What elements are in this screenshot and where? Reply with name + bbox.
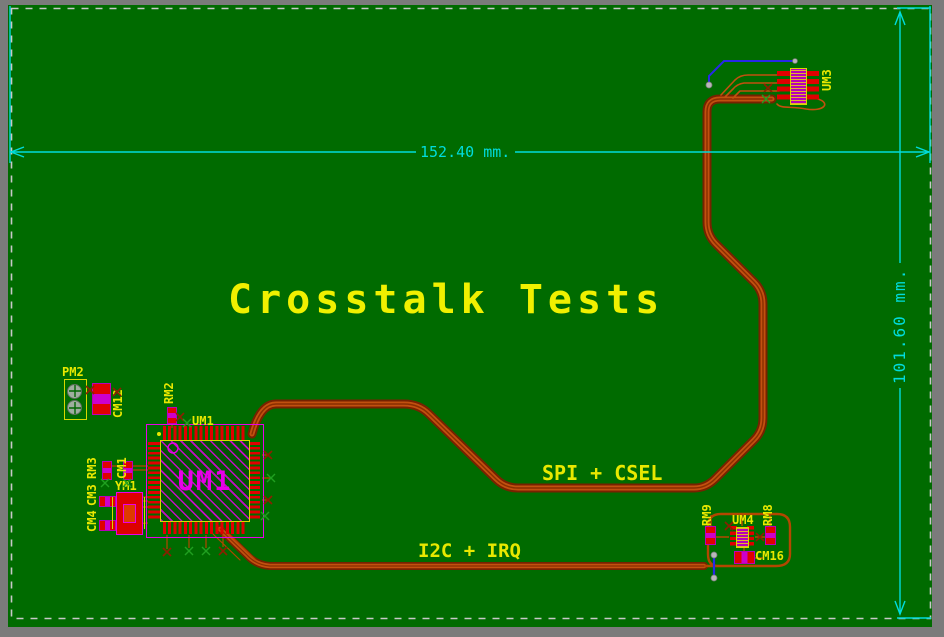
rm2-label[interactable]: RM2 [162, 382, 176, 404]
cm1-label[interactable]: CM1 [115, 457, 129, 479]
um1-pads-bottom [163, 520, 245, 534]
um1-pads-top [163, 426, 245, 440]
pm2-label[interactable]: PM2 [62, 365, 84, 379]
component-rm3[interactable] [103, 462, 111, 479]
rm8-label[interactable]: RM8 [761, 504, 775, 526]
pm2-pad2 [67, 400, 82, 415]
component-rm2[interactable] [168, 408, 176, 423]
ym1-label[interactable]: YM1 [115, 479, 137, 493]
component-cm12[interactable] [93, 384, 110, 414]
cm3-label[interactable]: CM3 [85, 484, 99, 506]
dimension-vertical-text[interactable]: 101.60 mm. [890, 267, 909, 384]
component-pm2[interactable] [64, 379, 87, 420]
ym1-courtyard-l [112, 497, 113, 529]
um1-ref-label[interactable]: UM1 [192, 414, 214, 428]
net-label-spi[interactable]: SPI + CSEL [542, 461, 663, 485]
um4-body[interactable] [736, 527, 749, 548]
component-rm9[interactable] [706, 527, 715, 544]
um1-value-text: UM1 [177, 465, 233, 497]
component-cm16[interactable] [735, 552, 754, 563]
um3-pads-left [777, 71, 791, 102]
um4-label[interactable]: UM4 [732, 513, 754, 527]
um3-label[interactable]: UM3 [820, 69, 834, 91]
board-title-text[interactable]: Crosstalk Tests [228, 277, 665, 323]
um1-body[interactable]: UM1 [160, 440, 250, 522]
pm2-pad1 [67, 384, 82, 399]
cm12-label[interactable]: CM12 [111, 389, 125, 418]
net-label-i2c[interactable]: I2C + IRQ [418, 540, 521, 562]
cm16-label[interactable]: CM16 [755, 549, 784, 563]
dimension-horizontal-text[interactable]: 152.40 mm. [420, 143, 511, 161]
component-rm8[interactable] [766, 527, 775, 544]
um3-pads-right [805, 71, 819, 102]
um3-body[interactable] [790, 68, 807, 105]
ym1-body[interactable] [116, 492, 143, 535]
rm3-label[interactable]: RM3 [85, 457, 99, 479]
cm4-label[interactable]: CM4 [85, 510, 99, 532]
rm9-label[interactable]: RM9 [700, 504, 714, 526]
ym1-crystal-glyph [123, 504, 136, 523]
ym1-courtyard-r [144, 497, 145, 529]
